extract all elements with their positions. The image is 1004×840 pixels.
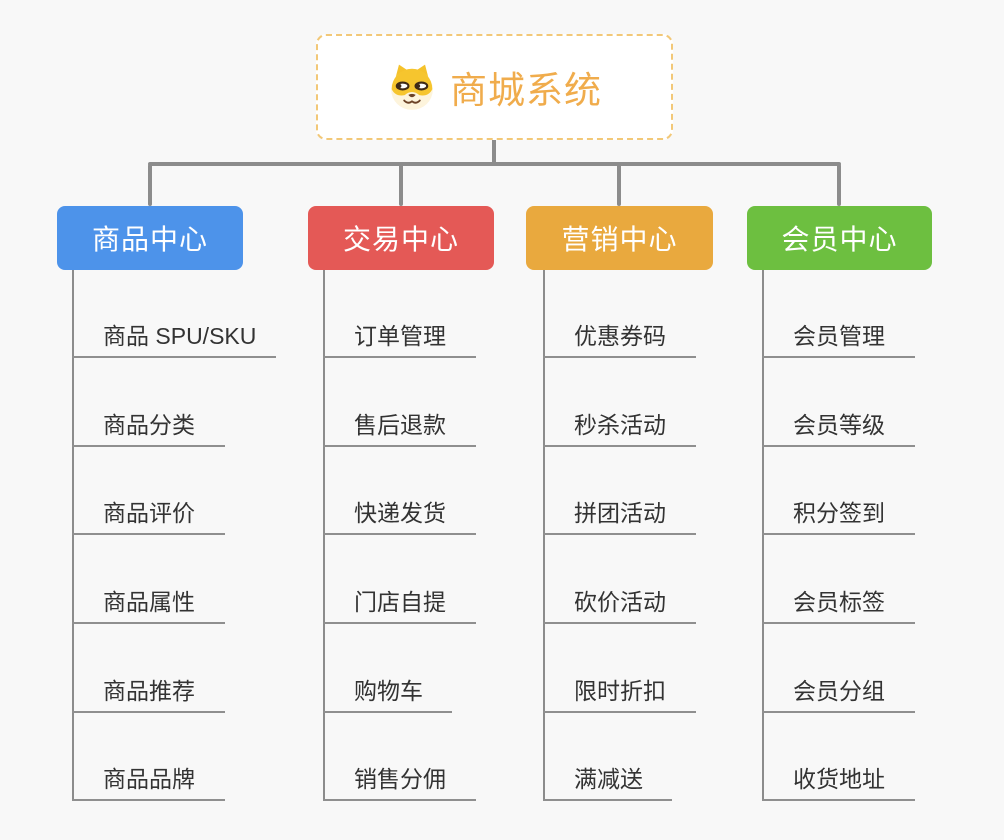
branch-spine-marketing [543, 270, 545, 801]
branch-connector-bus [148, 162, 841, 166]
leaf-sales-commission[interactable]: 销售分佣 [323, 767, 476, 801]
branch-label: 营销中心 [561, 224, 678, 255]
branch-node-trade-center[interactable]: 交易中心 [308, 206, 494, 270]
branch-node-member-center[interactable]: 会员中心 [747, 206, 932, 270]
leaf-coupon-code[interactable]: 优惠券码 [543, 324, 696, 358]
leaf-product-brand[interactable]: 商品品牌 [72, 767, 225, 801]
branch-label: 交易中心 [342, 224, 459, 255]
leaf-shipping-address[interactable]: 收货地址 [762, 767, 915, 801]
leaf-shopping-cart[interactable]: 购物车 [323, 679, 452, 713]
leaf-product-attribute[interactable]: 商品属性 [72, 590, 225, 624]
leaf-group-buy[interactable]: 拼团活动 [543, 501, 696, 535]
connector-drop-trade [399, 164, 403, 206]
branch-spine-trade [323, 270, 325, 801]
leaf-product-recommend[interactable]: 商品推荐 [72, 679, 225, 713]
leaf-product-review[interactable]: 商品评价 [72, 501, 225, 535]
shiba-dog-icon [391, 64, 433, 110]
leaf-aftersale-refund[interactable]: 售后退款 [323, 413, 476, 447]
root-connector-stem [492, 140, 496, 164]
connector-drop-product [148, 164, 152, 206]
connector-drop-member [837, 164, 841, 206]
leaf-member-group[interactable]: 会员分组 [762, 679, 915, 713]
branch-node-marketing-center[interactable]: 营销中心 [526, 206, 713, 270]
leaf-member-management[interactable]: 会员管理 [762, 324, 915, 358]
root-node[interactable]: 商城系统 [316, 34, 673, 140]
leaf-order-management[interactable]: 订单管理 [323, 324, 476, 358]
leaf-store-pickup[interactable]: 门店自提 [323, 590, 476, 624]
branch-label: 商品中心 [91, 224, 208, 255]
root-title: 商城系统 [450, 70, 602, 111]
branch-label: 会员中心 [781, 224, 898, 255]
leaf-full-reduction[interactable]: 满减送 [543, 767, 672, 801]
leaf-points-checkin[interactable]: 积分签到 [762, 501, 915, 535]
leaf-product-spu-sku[interactable]: 商品 SPU/SKU [72, 324, 276, 358]
leaf-limited-time-discount[interactable]: 限时折扣 [543, 679, 696, 713]
connector-drop-marketing [617, 164, 621, 206]
leaf-bargain-activity[interactable]: 砍价活动 [543, 590, 696, 624]
leaf-product-category[interactable]: 商品分类 [72, 413, 225, 447]
leaf-flash-sale[interactable]: 秒杀活动 [543, 413, 696, 447]
branch-spine-product [72, 270, 74, 801]
branch-spine-member [762, 270, 764, 801]
leaf-member-tag[interactable]: 会员标签 [762, 590, 915, 624]
leaf-express-delivery[interactable]: 快递发货 [323, 501, 476, 535]
branch-node-product-center[interactable]: 商品中心 [57, 206, 243, 270]
leaf-member-level[interactable]: 会员等级 [762, 413, 915, 447]
